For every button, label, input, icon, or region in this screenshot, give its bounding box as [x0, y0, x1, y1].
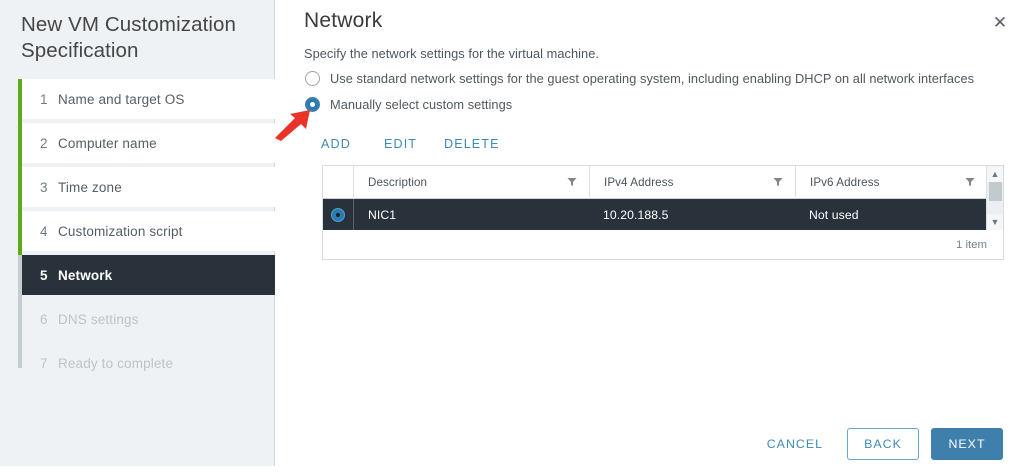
table-header-description-label: Description — [368, 175, 428, 189]
step-number: 4 — [40, 223, 48, 239]
step-number: 5 — [40, 267, 48, 283]
row-description: NIC1 — [353, 199, 589, 230]
sidebar-item-computer-name[interactable]: 2 Computer name — [22, 123, 275, 163]
step-number: 7 — [40, 355, 48, 371]
table-header-ipv6[interactable]: IPv6 Address — [795, 165, 987, 199]
network-adapters-table: Description IPv4 Address IPv6 Address — [322, 165, 1004, 260]
step-number: 2 — [40, 135, 48, 151]
option-manual-label: Manually select custom settings — [330, 97, 513, 112]
step-label: Name and target OS — [58, 91, 185, 107]
step-number: 6 — [40, 311, 48, 327]
table-header-select — [323, 166, 353, 199]
page-title: Network — [304, 9, 383, 32]
next-button[interactable]: NEXT — [931, 428, 1003, 460]
row-ipv4: 10.20.188.5 — [603, 207, 669, 222]
step-label: DNS settings — [58, 311, 139, 327]
table-vertical-scrollbar[interactable]: ▲ ▼ — [986, 166, 1003, 230]
table-row[interactable]: NIC1 10.20.188.5 Not used — [323, 199, 1003, 230]
step-label: Customization script — [58, 223, 183, 239]
step-label: Network — [58, 267, 113, 283]
sidebar-item-time-zone[interactable]: 3 Time zone — [22, 167, 275, 207]
close-icon[interactable]: ✕ — [992, 13, 1008, 33]
scroll-up-icon[interactable]: ▲ — [987, 166, 1003, 182]
table-header-row: Description IPv4 Address IPv6 Address — [323, 165, 1003, 199]
filter-icon[interactable] — [773, 177, 783, 187]
table-header-ipv4[interactable]: IPv4 Address — [589, 165, 795, 199]
annotation-arrow-icon — [275, 110, 310, 141]
step-label: Time zone — [58, 179, 122, 195]
step-rail-completed — [18, 79, 22, 255]
filter-icon[interactable] — [965, 177, 975, 187]
step-number: 1 — [40, 91, 48, 107]
option-manual-settings[interactable]: Manually select custom settings — [305, 97, 512, 112]
table-header-ipv6-label: IPv6 Address — [810, 175, 880, 189]
sidebar-item-name-and-target-os[interactable]: 1 Name and target OS — [22, 79, 275, 119]
table-header-description[interactable]: Description — [353, 165, 589, 199]
table-header-ipv4-label: IPv4 Address — [604, 175, 674, 189]
table-footer: 1 item — [323, 230, 1003, 259]
option-standard-label: Use standard network settings for the gu… — [330, 71, 975, 86]
item-count: 1 item — [955, 238, 987, 251]
sidebar-item-dns-settings[interactable]: 6 DNS settings — [22, 299, 275, 339]
row-ipv6: Not used — [809, 207, 859, 222]
edit-button[interactable]: EDIT — [384, 137, 418, 151]
step-label: Computer name — [58, 135, 157, 151]
sidebar-item-ready-to-complete[interactable]: 7 Ready to complete — [22, 343, 275, 383]
radio-icon-manual[interactable] — [305, 97, 320, 112]
page-subtitle: Specify the network settings for the vir… — [304, 46, 599, 61]
row-select-cell[interactable] — [323, 199, 353, 230]
add-button[interactable]: ADD — [321, 137, 351, 151]
wizard-content: ✕ Network Specify the network settings f… — [275, 0, 1024, 475]
table-toolbar: ADD EDIT DELETE — [321, 134, 514, 154]
filter-icon[interactable] — [567, 177, 577, 187]
cancel-button[interactable]: CANCEL — [766, 437, 823, 451]
delete-button[interactable]: DELETE — [444, 137, 500, 151]
scroll-down-icon[interactable]: ▼ — [987, 214, 1003, 230]
scrollbar-thumb[interactable] — [989, 182, 1002, 201]
dialog-footer: CANCEL BACK NEXT — [276, 413, 1024, 475]
wizard-title: New VM Customization Specification — [21, 13, 237, 62]
sidebar-item-customization-script[interactable]: 4 Customization script — [22, 211, 275, 251]
row-radio-icon[interactable] — [331, 207, 345, 222]
back-button[interactable]: BACK — [847, 428, 919, 460]
sidebar-item-network[interactable]: 5 Network — [22, 255, 275, 295]
option-standard-network[interactable]: Use standard network settings for the gu… — [305, 71, 974, 86]
wizard-sidebar: New VM Customization Specification 1 Nam… — [0, 0, 275, 466]
wizard-steps: 1 Name and target OS 2 Computer name 3 T… — [18, 79, 275, 387]
step-label: Ready to complete — [58, 355, 174, 371]
step-number: 3 — [40, 179, 48, 195]
radio-icon-standard[interactable] — [305, 71, 320, 86]
